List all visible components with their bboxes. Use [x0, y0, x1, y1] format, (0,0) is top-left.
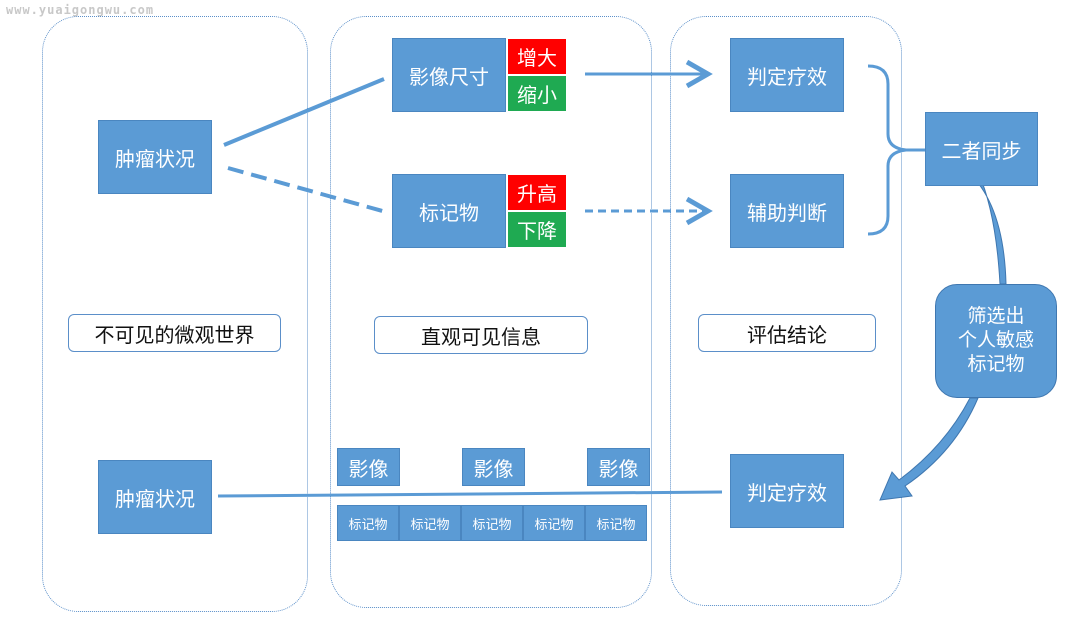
judge-efficacy-label: 判定疗效 [747, 64, 827, 89]
caption-invisible-world-text: 不可见的微观世界 [94, 322, 255, 347]
link-bottom-timeline [217, 490, 723, 498]
marker-label: 标记物 [419, 200, 479, 225]
link-tumor-to-image-size [223, 77, 385, 147]
increase-tag: 增大 [507, 38, 567, 75]
judge-efficacy-label-bottom: 判定疗效 [747, 480, 827, 505]
rise-label: 升高 [517, 182, 557, 206]
brace-right [867, 64, 907, 236]
image-label-2: 影像 [473, 456, 514, 481]
marker-cell-label-4: 标记物 [534, 517, 574, 533]
watermark: www.yuaigongwu.com [6, 3, 155, 17]
shrink-tag: 缩小 [507, 75, 567, 112]
image-size-box: 影像尺寸 [392, 38, 506, 112]
panel-invisible-world [42, 16, 308, 612]
tumor-status-label-top: 肿瘤状况 [115, 146, 195, 171]
fall-tag: 下降 [507, 211, 567, 248]
caption-conclusion-text: 评估结论 [747, 322, 827, 347]
image-label-3: 影像 [598, 456, 639, 481]
marker-cell-label-2: 标记物 [410, 517, 450, 533]
caption-visible-info-text: 直观可见信息 [421, 324, 541, 349]
caption-conclusion: 评估结论 [698, 314, 876, 352]
select-line-2: 个人敏感 [957, 329, 1034, 352]
caption-visible-info: 直观可见信息 [374, 316, 588, 354]
select-markers-bubble: 筛选出 个人敏感 标记物 [935, 284, 1057, 398]
marker-cell-5: 标记物 [585, 505, 647, 541]
image-box-2: 影像 [462, 448, 525, 486]
caption-invisible-world: 不可见的微观世界 [68, 314, 281, 352]
curved-arrow-sync-to-select [966, 171, 1007, 285]
panel-visible-info [330, 16, 652, 608]
image-size-label: 影像尺寸 [409, 64, 489, 89]
link-tumor-to-marker [227, 166, 387, 214]
judge-efficacy-box-bottom: 判定疗效 [730, 454, 844, 528]
select-line-3: 标记物 [967, 352, 1025, 375]
panel-conclusion [670, 16, 902, 606]
tumor-status-label-bottom: 肿瘤状况 [115, 486, 195, 511]
marker-cell-label-3: 标记物 [472, 517, 512, 533]
aid-judgement-box: 辅助判断 [730, 174, 844, 248]
shrink-label: 缩小 [517, 83, 557, 107]
fall-label: 下降 [517, 219, 557, 243]
tumor-status-box-bottom: 肿瘤状况 [98, 460, 212, 534]
increase-label: 增大 [517, 46, 557, 70]
tumor-status-box-top: 肿瘤状况 [98, 120, 212, 194]
select-line-1: 筛选出 [967, 305, 1025, 328]
judge-efficacy-box: 判定疗效 [730, 38, 844, 112]
sync-box: 二者同步 [925, 112, 1038, 186]
aid-judgement-label: 辅助判断 [747, 200, 827, 225]
marker-cell-4: 标记物 [523, 505, 585, 541]
curved-arrow-select-to-efficacy [879, 397, 979, 501]
image-box-3: 影像 [587, 448, 650, 486]
marker-cell-3: 标记物 [461, 505, 523, 541]
marker-cell-label-5: 标记物 [596, 517, 636, 533]
marker-cell-1: 标记物 [337, 505, 399, 541]
marker-cell-2: 标记物 [399, 505, 461, 541]
marker-box: 标记物 [392, 174, 506, 248]
sync-label: 二者同步 [941, 138, 1022, 163]
image-label-1: 影像 [348, 456, 389, 481]
rise-tag: 升高 [507, 174, 567, 211]
image-box-1: 影像 [337, 448, 400, 486]
marker-cell-label-1: 标记物 [348, 517, 388, 533]
